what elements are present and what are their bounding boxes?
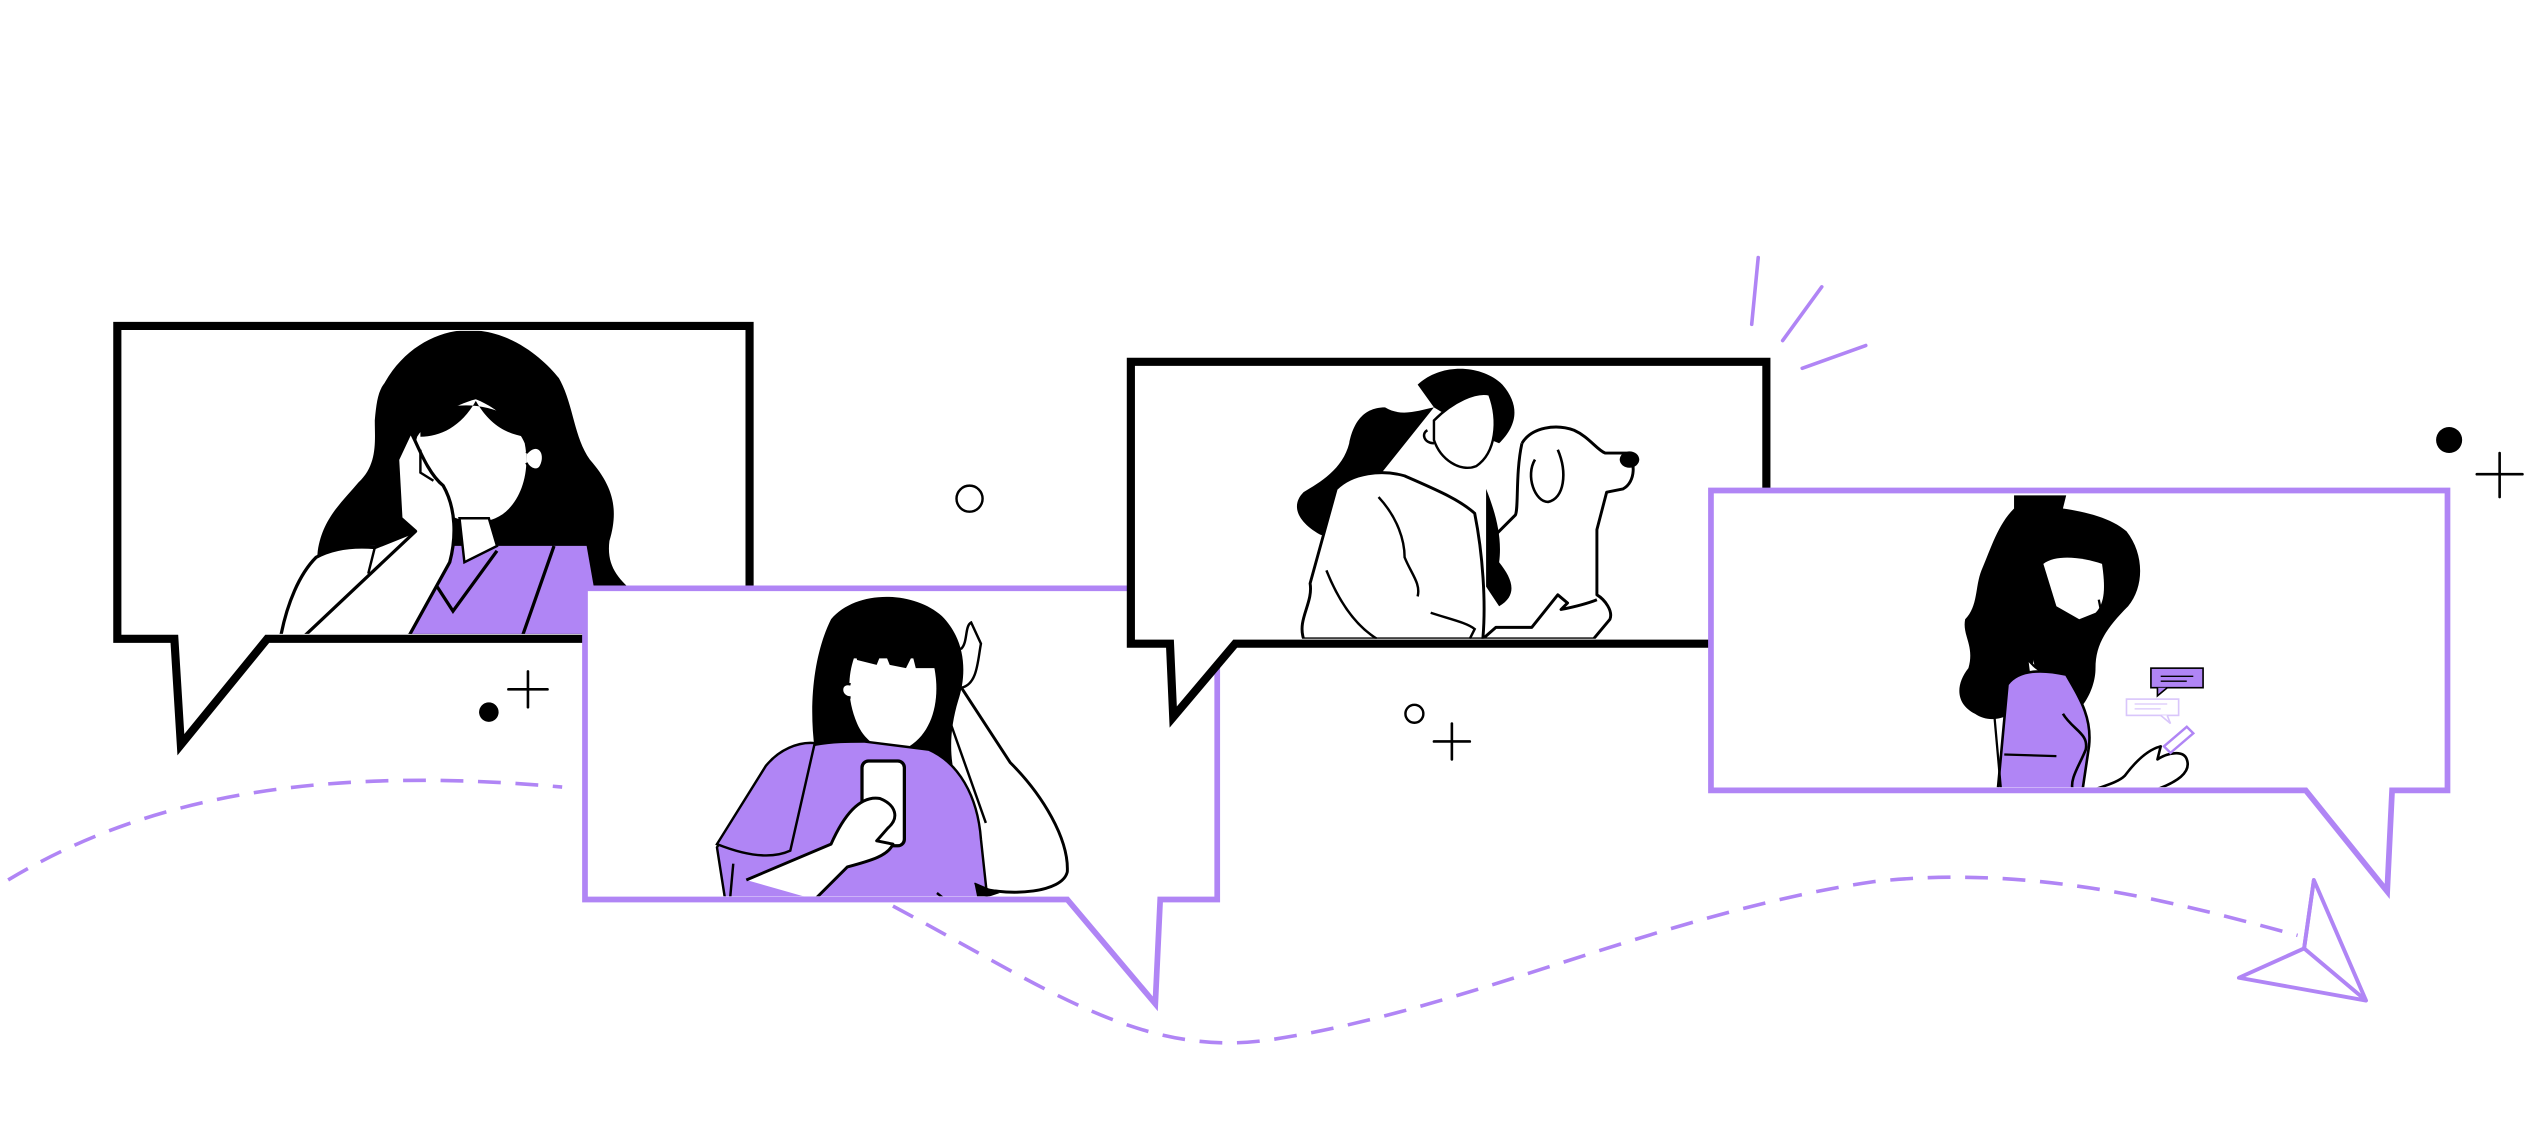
pencil-icon	[2162, 725, 2196, 755]
woman-dog-figure	[1296, 368, 1640, 639]
woman-phone-bubble	[582, 585, 1221, 1012]
woman-typing-bubble	[1708, 487, 2451, 900]
chat-bubble-outline-icon	[2125, 698, 2180, 725]
sparkle-lines	[1749, 255, 1868, 371]
woman-phone-figure	[715, 596, 1069, 897]
woman-thinking-bubble	[113, 321, 754, 756]
ring	[955, 484, 1425, 724]
woman-dog-bubble	[1126, 357, 1771, 728]
chat-bubble-icon	[2150, 667, 2204, 698]
dot	[479, 426, 2463, 722]
paper-plane-icon	[2236, 878, 2368, 1003]
dashed-path	[7, 778, 2299, 1045]
plus-sparkle	[507, 451, 2524, 761]
woman-thinking-figure	[279, 330, 639, 634]
woman-typing-figure	[1959, 495, 2204, 788]
